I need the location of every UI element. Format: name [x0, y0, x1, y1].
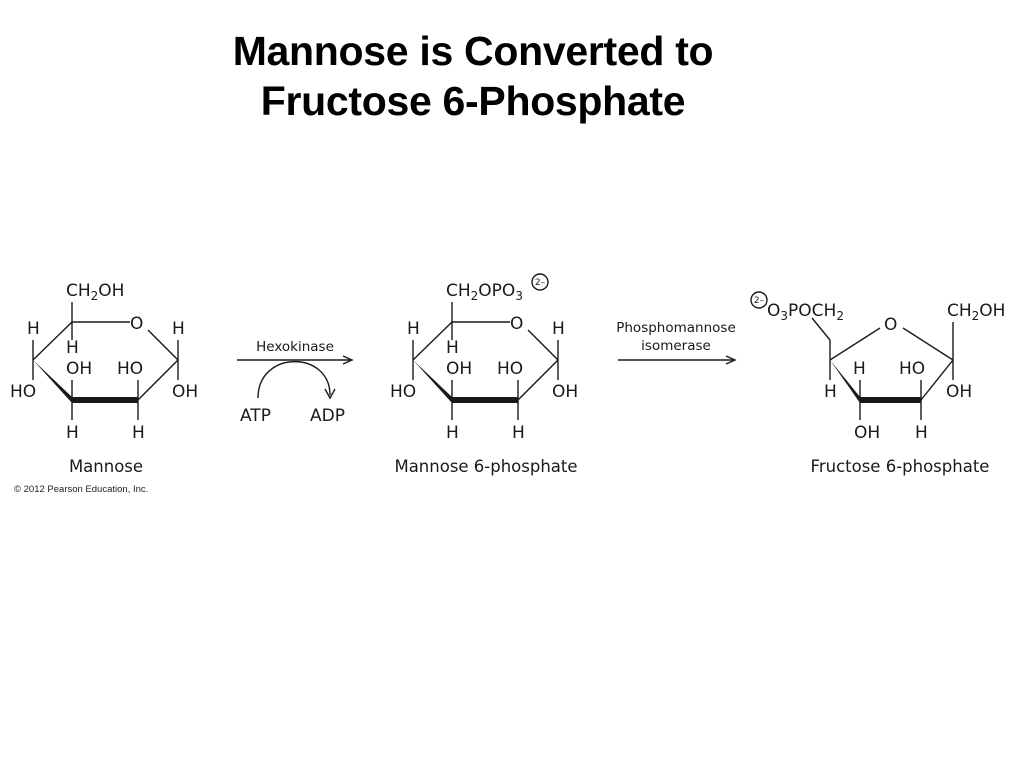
f6p-c2-oh: OH — [946, 382, 972, 402]
f6p-charge-circle — [750, 291, 768, 309]
mannose-label: Mannose — [69, 457, 143, 476]
m6p-c1-h: H — [552, 319, 565, 339]
m6p-c4-ho: HO — [390, 382, 416, 402]
title-line-2: Fructose 6-Phosphate — [260, 78, 686, 124]
atp-adp-curve — [257, 361, 331, 399]
m6p-bond-o-c1 — [527, 329, 559, 361]
m6p-c1-oh: OH — [552, 382, 578, 402]
isomerase-reaction: Phosphomannose isomerase — [616, 320, 737, 365]
f6p-c5-h: H — [824, 382, 837, 402]
mannose-6-phosphate-structure: CH2OPO3 2– O H OH HO H OH H H H HO Manno… — [390, 273, 578, 476]
mannose-c3-h: H — [66, 423, 79, 443]
m6p-c4-h: H — [407, 319, 420, 339]
isomerase-label-line-2: isomerase — [641, 338, 711, 354]
ring-bond-c1-c2 — [137, 359, 179, 401]
isomerase-label-line-1: Phosphomannose — [616, 320, 736, 336]
hexokinase-arrowhead — [342, 355, 354, 365]
m6p-c3-oh: OH — [446, 359, 472, 379]
m6p-bond-c3-c4 — [413, 360, 452, 403]
ring-bond-c3-c4 — [33, 360, 72, 403]
f6p-bond-ch2-o — [811, 317, 831, 341]
f6p-bond-c2-c3 — [920, 359, 954, 401]
f6p-o3poch2: O3POCH2 — [767, 301, 844, 323]
hexokinase-reaction: Hexokinase ATP ADP — [237, 339, 354, 426]
isomerase-arrowhead — [725, 355, 737, 365]
mannose-c5-h: H — [66, 338, 79, 358]
f6p-bond-c5-o — [829, 327, 881, 361]
f6p-ring-o: O — [884, 315, 897, 335]
m6p-charge-circle — [531, 273, 549, 291]
slide-title: Mannose is Converted to Fructose 6-Phosp… — [0, 26, 946, 126]
mannose-structure: CH2OH O H OH HO H OH H H H HO Mannose — [10, 281, 198, 476]
ring-bond-c4-c5 — [32, 321, 73, 361]
m6p-bond-c1-c2 — [517, 359, 559, 401]
mannose-c1-h: H — [172, 319, 185, 339]
f6p-c4-oh: OH — [854, 423, 880, 443]
fructose-6-phosphate-structure: 2– O3POCH2 CH2OH O H HO H OH OH H Fructo… — [750, 291, 1005, 476]
f6p-ch2oh: CH2OH — [947, 301, 1005, 323]
m6p-c2-h: H — [512, 423, 525, 443]
m6p-charge: 2– — [535, 278, 546, 288]
f6p-c4-h: H — [853, 359, 866, 379]
hexokinase-label: Hexokinase — [256, 339, 334, 355]
f6p-bond-o-c2 — [902, 327, 954, 361]
m6p-c3-h: H — [446, 423, 459, 443]
f6p-bond-c4-c5 — [830, 360, 860, 403]
atp-label: ATP — [240, 406, 271, 426]
mannose-c3-oh: OH — [66, 359, 92, 379]
mannose-ring-o: O — [130, 314, 143, 334]
title-line-1: Mannose is Converted to — [232, 28, 714, 74]
mannose-c2-ho: HO — [117, 359, 143, 379]
m6p-c5-h: H — [446, 338, 459, 358]
f6p-c3-h: H — [915, 423, 928, 443]
m6p-c2-ho: HO — [497, 359, 523, 379]
f6p-charge: 2– — [754, 296, 765, 306]
m6p-bond-c4-c5 — [412, 321, 453, 361]
copyright-notice: © 2012 Pearson Education, Inc. — [14, 484, 148, 495]
mannose-ch2oh: CH2OH — [66, 281, 124, 303]
mannose-6-phosphate-label: Mannose 6-phosphate — [394, 457, 577, 476]
ring-bond-o-c1 — [147, 329, 179, 361]
mannose-c1-oh: OH — [172, 382, 198, 402]
f6p-c3-ho: HO — [899, 359, 925, 379]
adp-label: ADP — [310, 406, 345, 426]
atp-adp-arrowhead — [324, 388, 336, 400]
mannose-c4-h: H — [27, 319, 40, 339]
m6p-ring-o: O — [510, 314, 523, 334]
mannose-c4-ho: HO — [10, 382, 36, 402]
fructose-6-phosphate-label: Fructose 6-phosphate — [811, 457, 990, 476]
mannose-c2-h: H — [132, 423, 145, 443]
m6p-ch2opo3: CH2OPO3 — [446, 281, 523, 303]
